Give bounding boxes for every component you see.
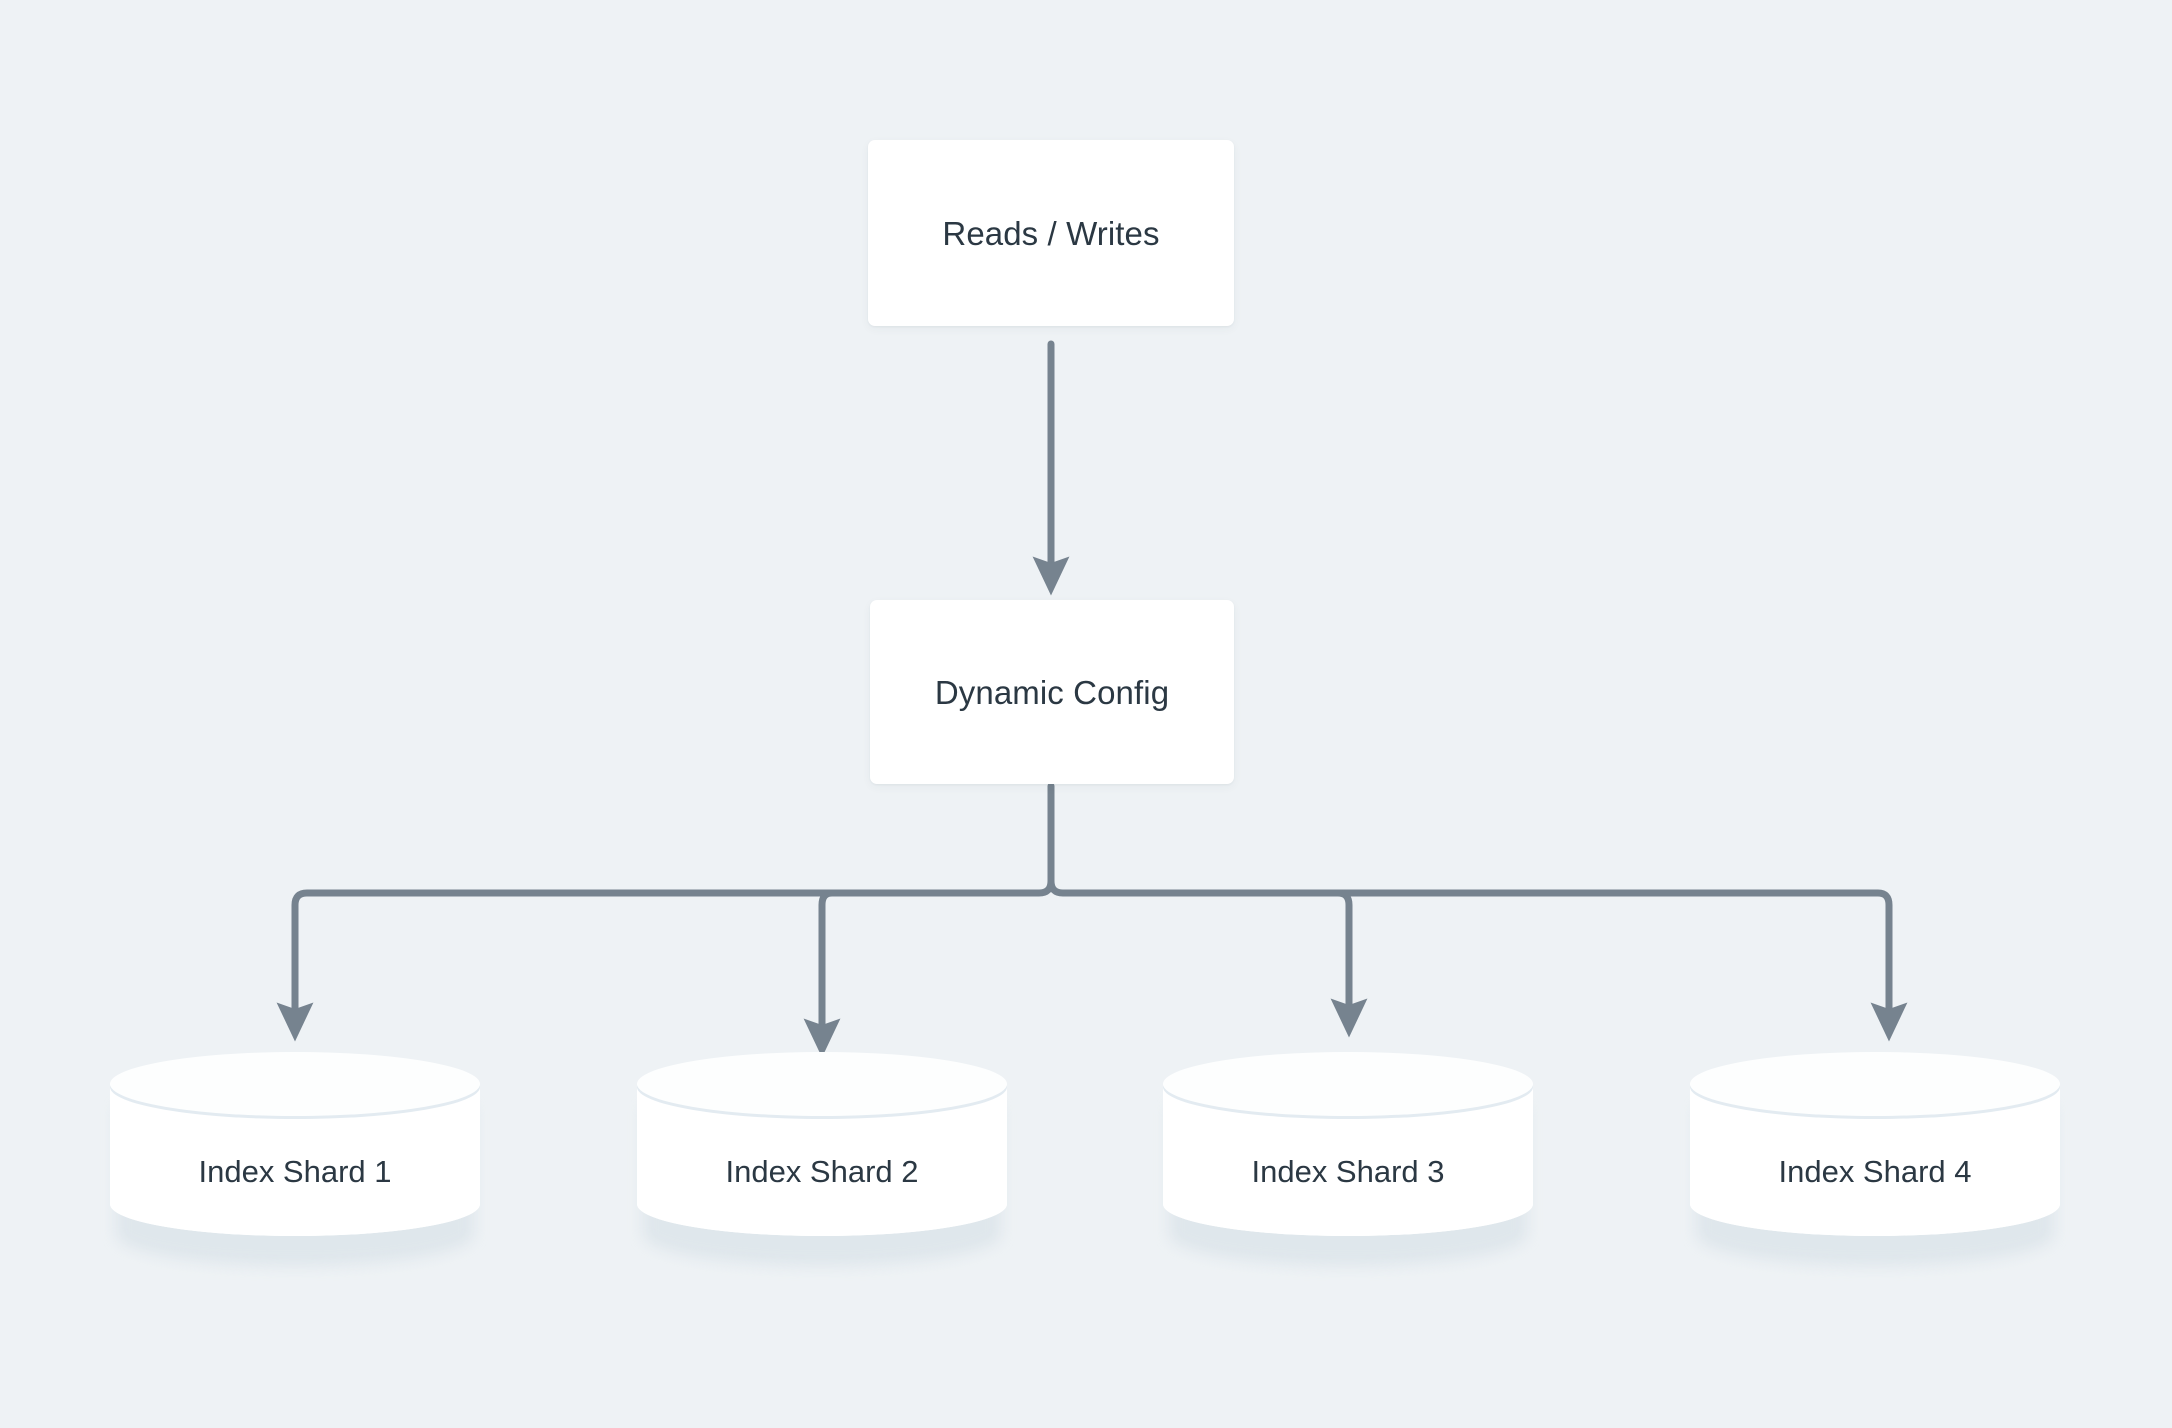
node-dynamic-config[interactable]: Dynamic Config [870, 600, 1234, 784]
edge-config-trunk-left [1038, 880, 1055, 897]
edge-config-trunk [1047, 782, 1067, 897]
cylinder-bottom-ellipse [1690, 1172, 2060, 1236]
node-index-shard-4[interactable]: Index Shard 4 [1690, 1052, 2060, 1272]
edge-config-to-shard-1 [276, 889, 314, 1042]
cylinder-top-ellipse [1690, 1052, 2060, 1116]
cylinder-top-ellipse [1163, 1052, 1533, 1116]
edge-config-to-shard-3 [1330, 889, 1368, 1038]
cylinder-bottom-ellipse [637, 1172, 1007, 1236]
node-index-shard-4-label: Index Shard 4 [1778, 1154, 1972, 1189]
cylinder-bottom-ellipse [1163, 1172, 1533, 1236]
edge-config-to-shard-2 [803, 889, 841, 1058]
node-index-shard-1[interactable]: Index Shard 1 [110, 1052, 480, 1272]
node-index-shard-1-label: Index Shard 1 [198, 1154, 392, 1189]
cylinder-top-ellipse [110, 1052, 480, 1116]
node-index-shard-2[interactable]: Index Shard 2 [637, 1052, 1007, 1272]
node-index-shard-3[interactable]: Index Shard 3 [1163, 1052, 1533, 1272]
node-index-shard-3-label: Index Shard 3 [1251, 1154, 1445, 1189]
node-dynamic-config-label: Dynamic Config [934, 673, 1170, 711]
cylinder-bottom-ellipse [110, 1172, 480, 1236]
edge-config-to-shard-4 [1870, 889, 1908, 1042]
node-reads-writes[interactable]: Reads / Writes [868, 140, 1234, 326]
node-index-shard-2-label: Index Shard 2 [725, 1154, 919, 1189]
node-reads-writes-label: Reads / Writes [942, 214, 1160, 252]
cylinder-top-ellipse [637, 1052, 1007, 1116]
